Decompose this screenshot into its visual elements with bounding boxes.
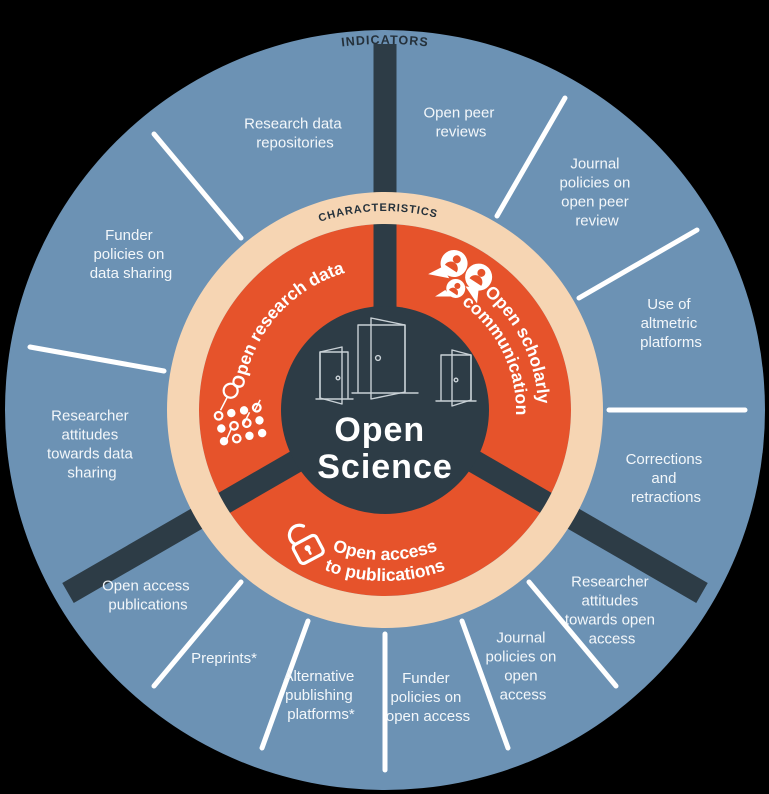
- divider-line: [526, 579, 619, 689]
- divider-line: [576, 227, 700, 301]
- data-dots-network-icon: [213, 382, 267, 446]
- center-title: Open Science: [317, 411, 453, 486]
- indicator-funder-policies-data-sharing: Funder policies on data sharing: [90, 227, 173, 282]
- indicator-research-data-repositories: Research data repositories: [244, 116, 346, 152]
- divider-line: [494, 95, 568, 219]
- indicator-journal-policies-open-peer-review: Journal policies on open peer review: [559, 156, 634, 230]
- indicator-researcher-attitudes-data-sharing: Researcher attitudes towards data sharin…: [47, 408, 137, 482]
- center-circle: [281, 306, 489, 514]
- divider-line: [151, 131, 244, 241]
- indicator-journal-policies-open-access: Journal policies on open access: [485, 630, 560, 704]
- indicator-alternative-publishing-platforms: Alternative publishing platforms*: [283, 668, 358, 723]
- door-icon-center: [351, 317, 419, 400]
- door-icon-left: [315, 346, 354, 405]
- divider-line: [459, 618, 511, 751]
- indicator-use-of-altmetric-platforms: Use of altmetric platforms: [640, 296, 702, 351]
- segment-dividers: [27, 95, 748, 773]
- indicator-funder-policies-open-access: Funder policies on open access: [386, 670, 470, 725]
- indicator-corrections-and-retractions: Corrections and retractions: [626, 451, 707, 506]
- indicator-preprints: Preprints*: [191, 650, 257, 667]
- indicators-ring-label: INDICATORS: [340, 33, 429, 50]
- divider-line: [151, 579, 244, 689]
- indicator-open-access-publications: Open access publications: [102, 578, 194, 614]
- indicator-open-peer-reviews: Open peer reviews: [423, 105, 498, 141]
- three-open-doors-icon: [315, 317, 477, 407]
- door-icon-right: [435, 349, 477, 407]
- open-padlock-icon: [287, 523, 325, 566]
- indicator-researcher-attitudes-open-access: Researcher attitudes towards open access: [565, 574, 659, 648]
- divider-line: [27, 344, 167, 374]
- divider-line: [259, 618, 311, 751]
- speech-bubbles-people-icon: [428, 250, 493, 304]
